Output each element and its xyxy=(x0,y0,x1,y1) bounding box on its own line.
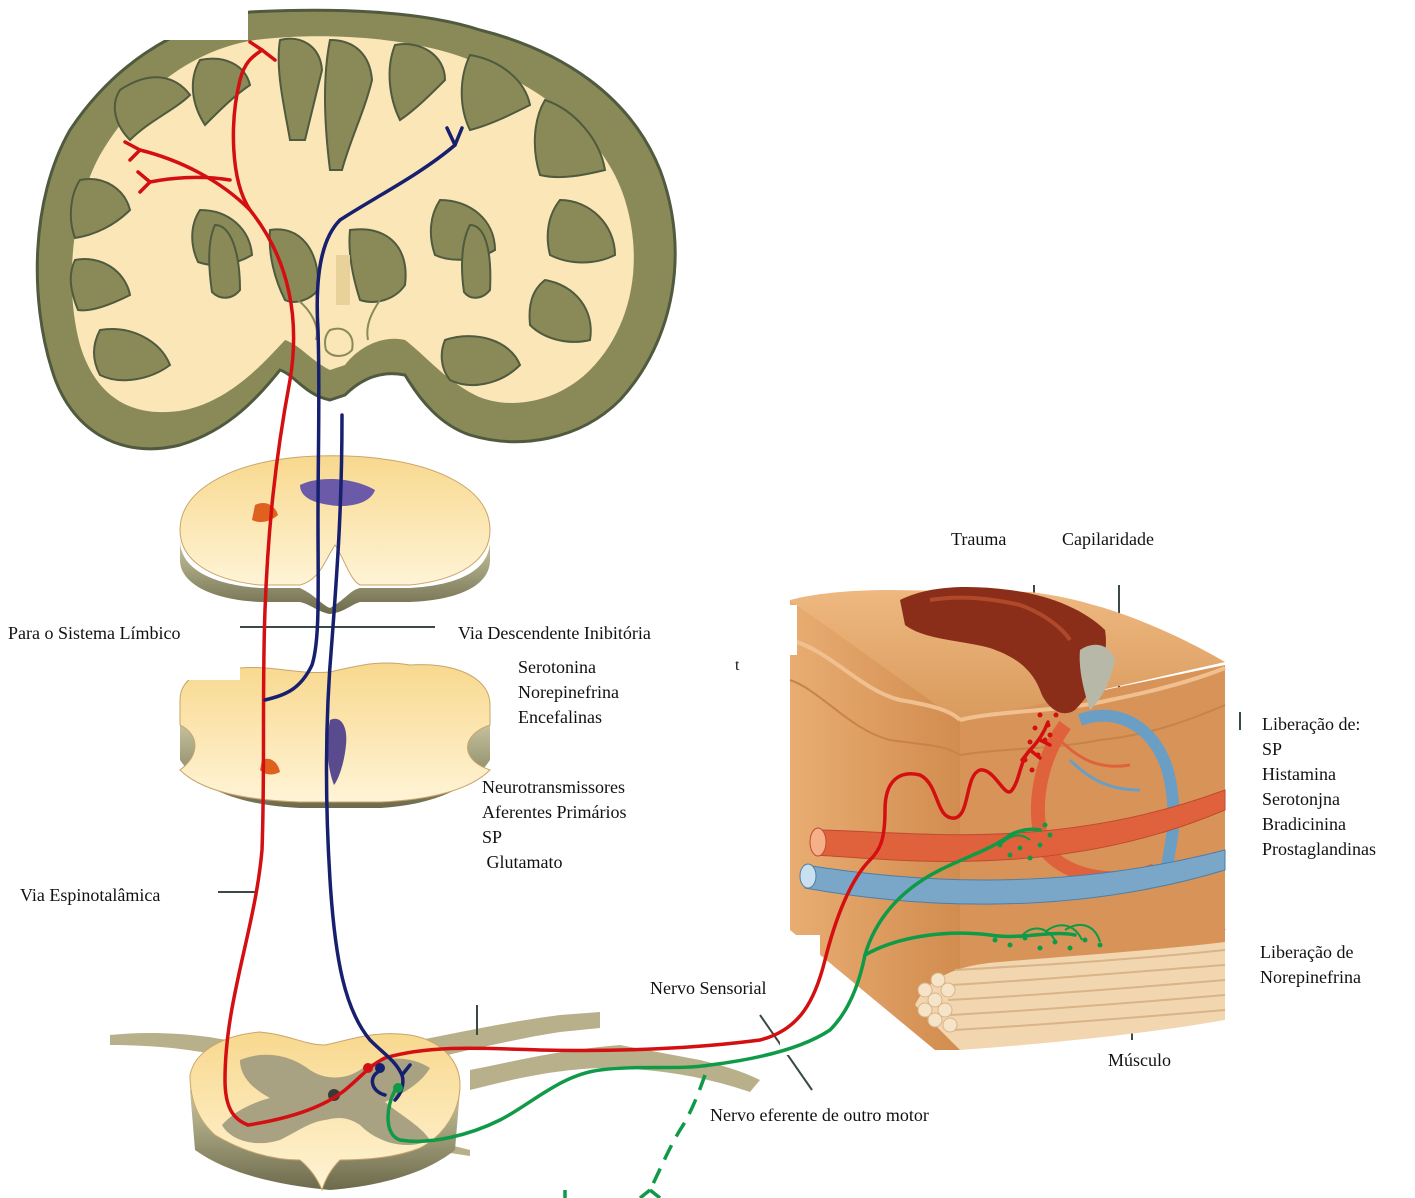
release-item-histamine: Histamina xyxy=(1262,762,1376,787)
spinothalamic-label: Via Espinotalâmica xyxy=(20,883,160,908)
release-item-sp: SP xyxy=(1262,737,1376,762)
release-item-prostaglandins: Prostaglandinas xyxy=(1262,837,1376,862)
release-title: Liberação de: xyxy=(1262,712,1376,737)
release-list: Liberação de: SP Histamina Serotonjna Br… xyxy=(1262,712,1376,862)
release-item-serotonin: Serotonjna xyxy=(1262,787,1376,812)
transmitter-serotonin: Serotonina xyxy=(518,655,619,680)
primary-afferent-heading-2: Aferentes Primários xyxy=(482,800,626,825)
stray-mark: t xyxy=(735,653,739,678)
primary-afferent-sp: SP xyxy=(482,825,626,850)
descending-inhibitory-label: Via Descendente Inibitória xyxy=(458,621,651,646)
sensory-nerve-label: Nervo Sensorial xyxy=(650,976,766,1001)
transmitter-norepinephrine: Norepinefrina xyxy=(518,680,619,705)
limbic-system-label: Para o Sistema Límbico xyxy=(8,621,180,646)
capillarity-label: Capilaridade xyxy=(1062,527,1154,552)
tissue-block xyxy=(780,587,1225,1055)
efferent-dashed-branch xyxy=(565,1075,705,1198)
norepinephrine-release-line-2: Norepinefrina xyxy=(1260,965,1361,990)
primary-afferent-glutamate: Glutamato xyxy=(482,850,626,875)
muscle-label: Músculo xyxy=(1108,1048,1171,1073)
descending-transmitters-list: Serotonina Norepinefrina Encefalinas xyxy=(518,655,619,730)
norepinephrine-release-label: Liberação de Norepinefrina xyxy=(1260,940,1361,990)
spinal-cord-section-middle xyxy=(180,660,490,808)
trauma-label: Trauma xyxy=(951,527,1006,552)
transmitter-enkephalins: Encefalinas xyxy=(518,705,619,730)
release-item-bradykinin: Bradicinina xyxy=(1262,812,1376,837)
spinal-cord-section-lower xyxy=(110,1012,760,1190)
descending-synapse xyxy=(375,1063,385,1073)
efferent-nerve-label: Nervo eferente de outro motor xyxy=(710,1103,929,1128)
primary-afferent-transmitters-list: Neurotransmissores Aferentes Primários S… xyxy=(482,775,626,875)
norepinephrine-release-line-1: Liberação de xyxy=(1260,940,1361,965)
ascending-synapse xyxy=(363,1063,373,1073)
primary-afferent-heading-1: Neurotransmissores xyxy=(482,775,626,800)
brain-coronal-section xyxy=(37,0,675,449)
efferent-synapse xyxy=(393,1083,403,1093)
